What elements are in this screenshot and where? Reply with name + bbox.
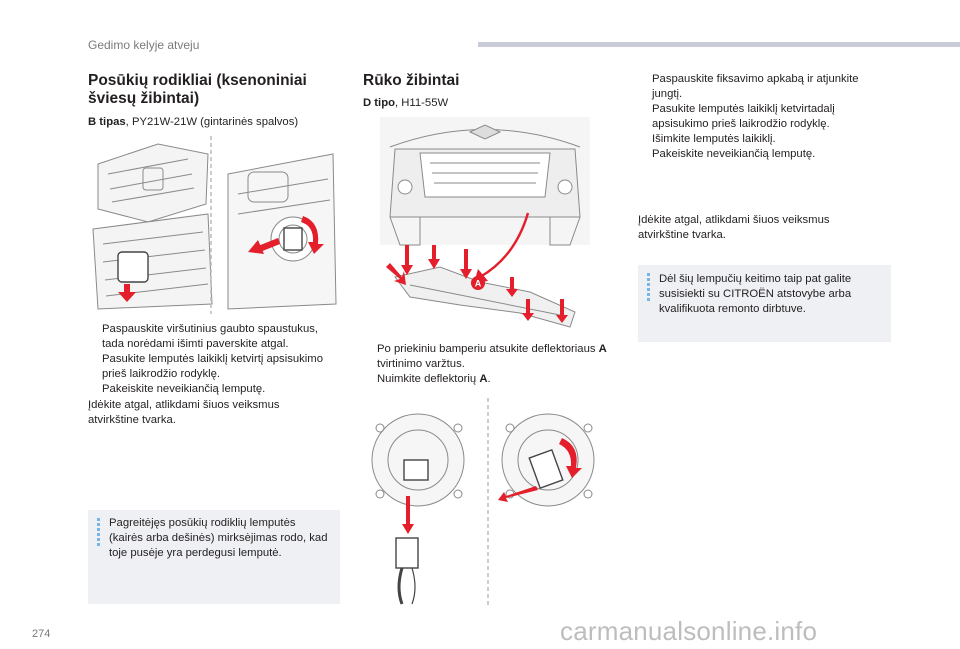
bulb-type-d: D tipo, H11-55W <box>363 96 448 111</box>
arrow-icons <box>386 245 568 323</box>
step-item: Nuimkite deflektorių A. <box>377 373 491 385</box>
step-item: Paspauskite fiksavimo apkabą ir atjunkit… <box>652 73 859 100</box>
step-item: Pasukite lemputės laikiklį ketvirtadalį … <box>652 103 835 130</box>
step-item: Pakeiskite neveikiančią lemputę. <box>652 148 816 160</box>
step-item: Paspauskite viršutinius gaubto spaustuku… <box>102 323 319 350</box>
fog-lamp-bulb-illustration <box>366 398 606 606</box>
fog-lamp-steps-1: Po priekiniu bamperiu atsukite deflektor… <box>363 342 618 387</box>
reinstall-text: Įdėkite atgal, atlikdami šiuos veiksmus … <box>88 399 280 426</box>
note-text: Pagreitėjęs posūkių rodiklių lemputės (k… <box>109 517 328 559</box>
page-number: 274 <box>32 628 51 640</box>
bulb-type-value: , PY21W-21W (gintarinės spalvos) <box>125 116 299 128</box>
running-header: Gedimo kelyje atveju <box>88 38 200 52</box>
step-item: Pasukite lemputės laikiklį ketvirtį apsi… <box>102 353 323 380</box>
section-heading-fog-lamps: Rūko žibintai <box>363 72 460 89</box>
info-icon <box>97 518 100 548</box>
step-item: Pakeiskite neveikiančią lemputę. <box>102 383 266 395</box>
header-bar <box>478 42 960 47</box>
turn-signal-steps: Paspauskite viršutinius gaubto spaustuku… <box>88 322 338 397</box>
note-text: Dėl šių lempučių keitimo taip pat galite… <box>659 273 852 315</box>
fog-lamp-steps-2: Paspauskite fiksavimo apkabą ir atjunkit… <box>638 72 888 162</box>
heading-line-1: Posūkių rodikliai (ksenoniniai <box>88 72 307 89</box>
step-item: Išimkite lemputės laikiklį. <box>652 133 776 145</box>
bulb-type-label: B tipas <box>88 116 126 128</box>
fog-lamp-deflector-illustration: A <box>380 117 590 335</box>
info-note-left: Pagreitėjęs posūkių rodiklių lemputės (k… <box>88 510 340 604</box>
step-item: Po priekiniu bamperiu atsukite deflektor… <box>377 343 607 370</box>
bulb-type-label: D tipo <box>363 97 395 109</box>
turn-signal-illustration <box>88 134 340 314</box>
callout-a: A <box>475 279 482 289</box>
section-heading-turn-signals: Posūkių rodikliai (ksenoniniai šviesų ži… <box>88 72 307 108</box>
bulb-type-value: , H11-55W <box>395 97 449 109</box>
heading-line-2: šviesų žibintai) <box>88 90 200 107</box>
info-icon <box>647 273 650 303</box>
watermark: carmanualsonline.info <box>560 616 818 646</box>
info-note-right: Dėl šių lempučių keitimo taip pat galite… <box>638 265 891 342</box>
reinstall-text: Įdėkite atgal, atlikdami šiuos veiksmus … <box>638 214 830 241</box>
bulb-type-b: B tipas, PY21W-21W (gintarinės spalvos) <box>88 115 298 130</box>
